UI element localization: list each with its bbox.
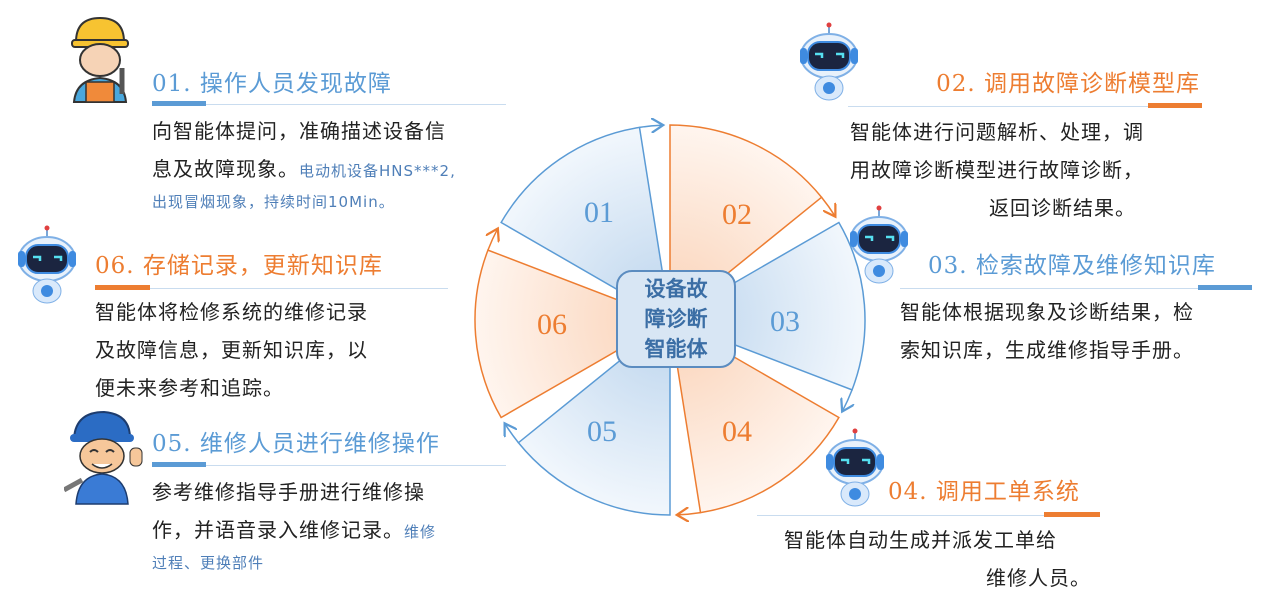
step-02-description: 智能体进行问题解析、处理，调 用故障诊断模型进行故障诊断， 返回诊断结果。 — [850, 113, 1144, 227]
segment-label-01: 01 — [584, 196, 614, 229]
text-line: 便未来参考和追踪。 — [95, 376, 284, 400]
segment-03 — [668, 221, 866, 391]
example-note: 过程、更换部件 — [152, 554, 265, 572]
segment-06 — [474, 249, 672, 419]
segment-label-04: 04 — [722, 415, 752, 448]
step-03-title: 03. 检索故障及维修知识库 — [928, 253, 1216, 279]
text-line: 向智能体提问，准确描述设备信 — [152, 119, 446, 143]
segment-label-02: 02 — [722, 198, 752, 231]
example-note: 出现冒烟现象，持续时间10Min。 — [152, 193, 395, 211]
text-line: 智能体根据现象及诊断结果，检 — [900, 300, 1194, 324]
text-line: 返回诊断结果。 — [989, 196, 1136, 220]
repairman-icon — [64, 410, 143, 505]
step-03-description: 智能体根据现象及诊断结果，检 索知识库，生成维修指导手册。 — [900, 293, 1194, 369]
example-note: 电动机设备HNS***2, — [299, 162, 456, 180]
flow-arrow — [820, 196, 836, 216]
text-line: 息及故障现象。 — [152, 157, 299, 181]
segment-label-05: 05 — [587, 415, 617, 448]
example-note: 维修 — [404, 523, 437, 541]
text-line: 参考维修指导手册进行维修操 — [152, 480, 425, 504]
segment-label-06: 06 — [537, 308, 567, 341]
step-04-description: 智能体自动生成并派发工单给 维修人员。 — [784, 521, 1091, 597]
step-01-title: 01. 操作人员发现故障 — [152, 71, 392, 97]
center-line: 设备故 — [644, 276, 708, 301]
step-01-description: 向智能体提问，准确描述设备信 息及故障现象。电动机设备HNS***2, 出现冒烟… — [152, 112, 456, 214]
center-line: 智能体 — [644, 336, 708, 361]
robot-icon — [14, 225, 80, 309]
flow-arrow — [842, 389, 852, 412]
robot-icon — [822, 428, 888, 512]
flow-arrow — [639, 125, 663, 127]
step-06-description: 智能体将检修系统的维修记录 及故障信息，更新知识库，以 便未来参考和追踪。 — [95, 293, 368, 407]
text-line: 智能体进行问题解析、处理，调 — [850, 120, 1144, 144]
segment-label-03: 03 — [770, 305, 800, 338]
text-line: 智能体自动生成并派发工单给 — [784, 528, 1057, 552]
step-05-title: 05. 维修人员进行维修操作 — [152, 431, 440, 457]
robot-icon — [796, 22, 862, 106]
text-line: 智能体将检修系统的维修记录 — [95, 300, 368, 324]
robot-icon — [846, 205, 912, 289]
step-04-title: 04. 调用工单系统 — [888, 479, 1080, 505]
step-06-title: 06. 存储记录，更新知识库 — [95, 253, 383, 279]
text-line: 维修人员。 — [986, 566, 1091, 590]
center-hub: 设备故 障诊断 智能体 — [616, 270, 736, 368]
text-line: 及故障信息，更新知识库，以 — [95, 338, 368, 362]
step-02-title: 02. 调用故障诊断模型库 — [936, 71, 1200, 97]
flow-arrow — [488, 228, 498, 251]
flow-arrow — [677, 513, 701, 515]
segment-04 — [669, 318, 840, 514]
center-line: 障诊断 — [644, 306, 708, 331]
text-line: 作，并语音录入维修记录。 — [152, 518, 404, 542]
segment-05 — [517, 318, 671, 516]
text-line: 用故障诊断模型进行故障诊断， — [850, 158, 1144, 182]
step-05-description: 参考维修指导手册进行维修操 作，并语音录入维修记录。维修 过程、更换部件 — [152, 473, 436, 575]
text-line: 索知识库，生成维修指导手册。 — [900, 338, 1194, 362]
flow-arrow — [505, 423, 520, 444]
worker-icon — [71, 16, 129, 103]
